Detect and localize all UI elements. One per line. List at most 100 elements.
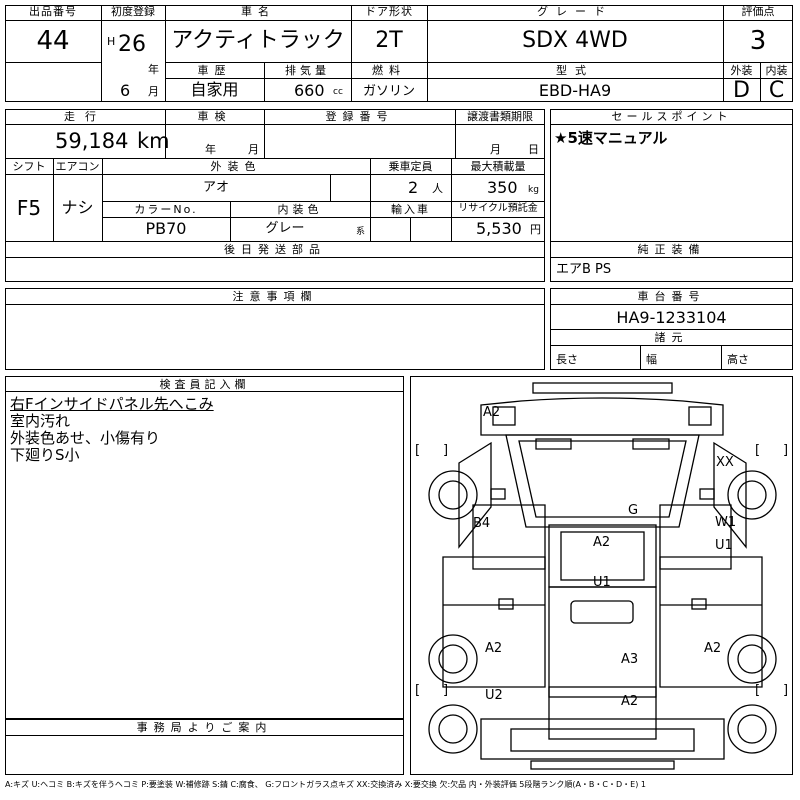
displacement: 660 bbox=[294, 81, 325, 100]
label-height: 高さ bbox=[727, 353, 749, 366]
aircon-status: ナシ bbox=[61, 198, 94, 217]
displacement-unit: cc bbox=[333, 87, 343, 97]
bracket-close-front-left: ] bbox=[443, 443, 449, 458]
exterior-grade: D bbox=[733, 78, 750, 103]
label-shift: シフト bbox=[12, 160, 46, 173]
label-fuel: 燃料 bbox=[372, 64, 406, 77]
interior-grade: C bbox=[768, 78, 785, 103]
inspector-block bbox=[5, 376, 404, 719]
label-aircon: エアコン bbox=[55, 160, 100, 173]
label-sales-points: セールスポイント bbox=[611, 110, 732, 123]
label-later-parts: 後日発送部品 bbox=[224, 243, 326, 256]
registration-year-unit: 年 bbox=[148, 63, 159, 76]
inspection-month-unit: 月 bbox=[248, 143, 259, 156]
seating-capacity: 2 bbox=[408, 178, 419, 197]
damage-code-front-right: XX bbox=[716, 455, 734, 470]
inspector-note-4: 下廻りS小 bbox=[10, 446, 80, 464]
damage-code-bed: A3 bbox=[621, 652, 639, 667]
label-seating: 乗車定員 bbox=[388, 160, 433, 173]
damage-code-rear-left-lower: U2 bbox=[485, 688, 503, 703]
label-width: 幅 bbox=[646, 353, 657, 366]
recycle-unit: 円 bbox=[530, 223, 541, 236]
label-office-info: 事務局よりご案内 bbox=[136, 721, 273, 734]
label-dimensions: 諸元 bbox=[654, 331, 689, 344]
grade: SDX 4WD bbox=[522, 28, 628, 53]
shift-type: F5 bbox=[16, 196, 42, 220]
caution-block bbox=[5, 288, 545, 370]
registration-month: 6 bbox=[120, 81, 131, 100]
inspector-note-1: 右Fインサイドパネル先へこみ bbox=[10, 395, 214, 413]
mileage-unit: km bbox=[137, 129, 170, 153]
genuine-equipment: エアB PS bbox=[556, 262, 612, 277]
label-recycle: リサイクル預託金 bbox=[458, 203, 538, 214]
damage-code-right-door-u: U1 bbox=[715, 538, 733, 553]
label-max-load: 最大積載量 bbox=[470, 160, 526, 173]
damage-code-cab-center: A2 bbox=[593, 535, 611, 550]
registration-month-unit: 月 bbox=[148, 85, 159, 98]
registration-year: 26 bbox=[118, 32, 146, 57]
recycle-fee: 5,530 bbox=[476, 219, 522, 238]
label-import: 輸入車 bbox=[391, 203, 430, 216]
label-genuine-equipment: 純正装備 bbox=[637, 243, 706, 256]
max-load: 350 bbox=[487, 178, 518, 197]
car-name: アクティトラック bbox=[171, 28, 345, 53]
label-mileage: 走行 bbox=[64, 110, 106, 123]
bracket-open-rear-left: [ bbox=[415, 683, 421, 698]
inspector-note-3: 外装色あせ、小傷有り bbox=[10, 429, 161, 447]
bracket-open-rear-right: [ bbox=[755, 683, 761, 698]
label-model-code: 型式 bbox=[556, 64, 594, 77]
damage-code-front-left: A2 bbox=[483, 405, 501, 420]
label-first-registration: 初度登録 bbox=[111, 5, 155, 18]
score: 3 bbox=[749, 26, 767, 56]
label-registration-no: 登録番号 bbox=[325, 110, 394, 123]
truck-outline-diagram bbox=[428, 382, 777, 770]
damage-code-windshield: G bbox=[628, 503, 639, 518]
fuel-type: ガソリン bbox=[362, 84, 415, 99]
bracket-close-rear-right: ] bbox=[783, 683, 789, 698]
transfer-month-unit: 月 bbox=[490, 143, 501, 156]
lot-number: 44 bbox=[36, 26, 70, 56]
vehicle-history: 自家用 bbox=[190, 80, 239, 99]
damage-code-rear-right: A2 bbox=[704, 641, 722, 656]
bracket-close-rear-left: ] bbox=[443, 683, 449, 698]
bracket-open-front-right: [ bbox=[755, 443, 761, 458]
model-code: EBD-HA9 bbox=[538, 81, 612, 100]
label-int-color: 内装色 bbox=[277, 203, 323, 216]
damage-code-floor-center: U1 bbox=[593, 575, 611, 590]
label-lot-number: 出品番号 bbox=[29, 5, 77, 18]
label-inspector-notes: 検査員記入欄 bbox=[159, 378, 250, 391]
label-length: 長さ bbox=[556, 353, 578, 366]
office-block bbox=[5, 719, 404, 775]
label-color-no: カラーNo. bbox=[134, 203, 198, 216]
inspection-year-unit: 年 bbox=[205, 143, 216, 156]
label-interior: 内装 bbox=[765, 64, 788, 77]
label-grade: グレード bbox=[537, 5, 613, 18]
sales-point-text: ★5速マニュアル bbox=[554, 129, 668, 147]
label-ext-color: 外装色 bbox=[210, 160, 262, 173]
label-displacement: 排気量 bbox=[285, 64, 330, 77]
label-score: 評価点 bbox=[741, 5, 775, 18]
transfer-day-unit: 日 bbox=[528, 143, 539, 156]
mileage: 59,184 bbox=[55, 129, 129, 153]
label-car-name: 車名 bbox=[241, 5, 275, 18]
door-type: 2T bbox=[375, 28, 403, 53]
chassis-number: HA9-1233104 bbox=[616, 308, 727, 327]
bracket-open-front-left: [ bbox=[415, 443, 421, 458]
interior-color: グレー bbox=[265, 221, 305, 236]
header-block bbox=[5, 5, 793, 102]
max-load-unit: kg bbox=[528, 185, 539, 195]
label-history: 車歴 bbox=[197, 64, 232, 77]
label-caution: 注意事項欄 bbox=[232, 290, 318, 303]
seating-unit: 人 bbox=[432, 182, 443, 195]
damage-code-left-door: B4 bbox=[473, 516, 491, 531]
sales-points-block bbox=[550, 109, 793, 282]
label-exterior: 外装 bbox=[730, 64, 753, 77]
label-inspection: 車検 bbox=[197, 110, 232, 123]
damage-code-right-door-w: W1 bbox=[715, 515, 737, 530]
era-letter: H bbox=[107, 35, 116, 48]
label-chassis-no: 車台番号 bbox=[637, 290, 706, 303]
exterior-color: アオ bbox=[202, 180, 229, 195]
bracket-close-front-right: ] bbox=[783, 443, 789, 458]
damage-code-rear-gate: A2 bbox=[621, 694, 639, 709]
damage-code-rear-left: A2 bbox=[485, 641, 503, 656]
